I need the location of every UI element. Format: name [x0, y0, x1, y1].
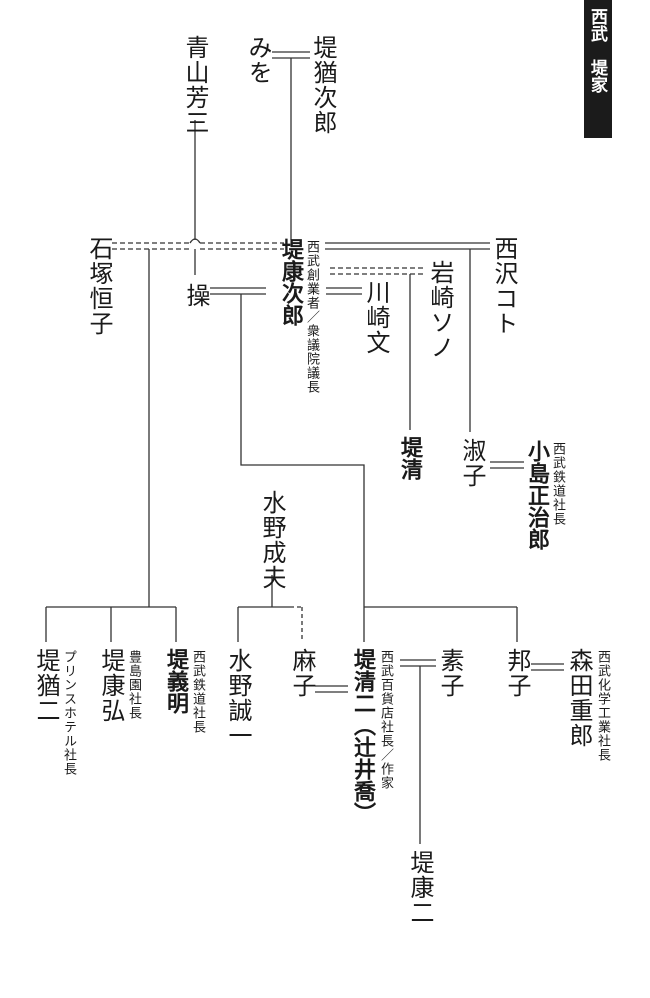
- header-title-text: 西武 堤家: [587, 8, 607, 93]
- person-ishizuka-tsuneko: 石塚恒子: [85, 236, 113, 336]
- person-tsutsumi-seiji: 堤清二（辻井喬）: [350, 648, 375, 824]
- marriage-line: [400, 659, 436, 667]
- person-tsutsumi-yoshiaki: 堤義明: [163, 648, 188, 714]
- title-seiji: 西武百貨店社長／作家: [378, 650, 393, 790]
- person-kawasaki-fumi: 川崎文: [362, 280, 390, 355]
- marriage-line: [272, 51, 310, 59]
- person-tsutsumi-koji: 堤康二: [406, 850, 434, 925]
- person-kuniko: 邦子: [503, 648, 531, 698]
- marriage-line: [325, 242, 490, 250]
- title-kojima: 西武鉄道社長: [550, 442, 565, 526]
- person-morita-juro: 森田重郎: [565, 648, 593, 748]
- person-tsutsumi-kiyoshi: 堤清: [397, 436, 422, 480]
- person-tsutsumi-yujiro: 堤猶次郎: [309, 35, 337, 135]
- title-morita: 西武化学工業社長: [595, 650, 610, 762]
- person-mizuno-seiichi: 水野誠一: [224, 648, 252, 748]
- relation-line-dashed: [330, 267, 424, 275]
- person-mio: みを: [244, 35, 272, 85]
- person-iwasaki-sono: 岩崎ソノ: [426, 260, 454, 360]
- marriage-line: [315, 685, 348, 693]
- title-yuji: プリンスホテル社長: [61, 650, 76, 776]
- person-misao: 操: [182, 283, 210, 308]
- descent-line: [240, 294, 365, 642]
- person-asako: 麻子: [288, 648, 316, 698]
- header-title: 西武 堤家: [584, 0, 612, 138]
- person-tsutsumi-yuji: 堤猶二: [32, 648, 60, 723]
- title-yasujiro: 西武創業者／衆議院議長: [304, 240, 319, 394]
- relation-line-dashed: [112, 242, 284, 250]
- person-tsutsumi-yasujiro: 堤康次郎: [278, 238, 303, 326]
- marriage-line: [210, 287, 266, 295]
- line-crossing-hop: [189, 238, 201, 244]
- marriage-line: [531, 663, 564, 671]
- marriage-line: [490, 461, 524, 469]
- person-tsutsumi-yasuhiro: 堤康弘: [97, 648, 125, 723]
- title-yoshiaki: 西武鉄道社長: [190, 650, 205, 734]
- person-nishizawa-koto: 西沢コト: [490, 236, 518, 336]
- marriage-line: [326, 287, 362, 295]
- person-kojima-shojiro: 小島正治郎: [524, 440, 549, 550]
- person-shukuko: 淑子: [458, 438, 486, 488]
- title-yasuhiro: 豊島園社長: [126, 650, 141, 720]
- person-mizuno-shigeo: 水野成夫: [258, 490, 286, 590]
- person-motoko: 素子: [436, 648, 464, 698]
- person-aoyama-yoshizo: 青山芳三: [181, 35, 209, 135]
